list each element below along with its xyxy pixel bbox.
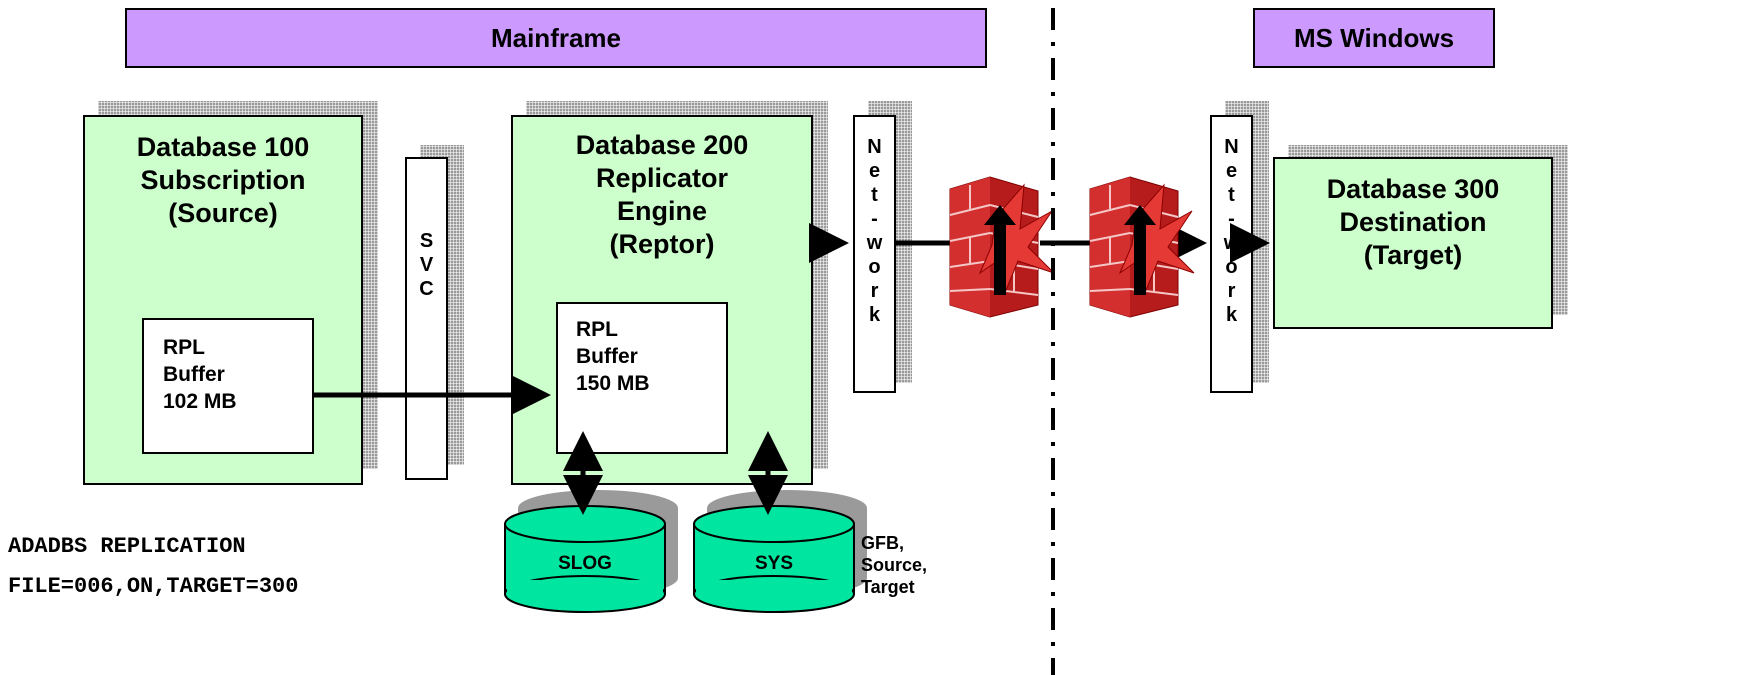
network-letter: N	[867, 136, 882, 158]
db300-box: Database 300 Destination (Target)	[1273, 157, 1553, 329]
network-letter: e	[1225, 160, 1238, 182]
svc-letter: V	[419, 254, 434, 276]
db200-title-line: Database 200	[575, 130, 749, 160]
network-left-box: N e t - w o r k	[853, 115, 896, 393]
command-text: ADADBS REPLICATION FILE=006,ON,TARGET=30…	[8, 527, 298, 607]
buffer-line: Buffer	[163, 363, 225, 386]
network-letter: r	[870, 280, 879, 302]
network-letter: e	[868, 160, 881, 182]
db300-title-line: Destination	[1339, 207, 1487, 237]
network-letter: -	[871, 208, 878, 230]
db300-title: Database 300 Destination (Target)	[1275, 173, 1551, 272]
svc-letter: C	[419, 278, 434, 300]
db100-title: Database 100 Subscription (Source)	[85, 131, 361, 230]
db200-title-line: Replicator	[595, 163, 729, 193]
network-letter: k	[1225, 304, 1238, 326]
firewall-right-icon	[1089, 176, 1195, 318]
buffer-line: RPL	[163, 336, 205, 359]
sys-label: SYS	[754, 553, 794, 574]
db100-title-line: Subscription	[140, 165, 306, 195]
network-letter: N	[1224, 136, 1239, 158]
db100-title-line: (Source)	[168, 198, 278, 228]
network-letter: r	[1227, 280, 1236, 302]
firewall-left-icon	[949, 176, 1055, 318]
buffer-line: 102 MB	[163, 390, 237, 413]
sys-note-line: Source,	[861, 555, 928, 575]
db100-rpl-buffer: RPL Buffer 102 MB	[142, 318, 314, 454]
db100-title-line: Database 100	[136, 132, 310, 162]
network-letter: t	[1228, 184, 1235, 206]
sys-note-line: Target	[861, 577, 915, 597]
buffer-line: Buffer	[576, 345, 638, 368]
header-mainframe: Mainframe	[125, 8, 987, 68]
header-mainframe-label: Mainframe	[490, 22, 622, 53]
sys-note: GFB, Source, Target	[861, 532, 927, 598]
db200-title-line: Engine	[616, 196, 707, 226]
db300-title-line: (Target)	[1363, 240, 1463, 270]
buffer-line: RPL	[576, 318, 618, 341]
network-letter: k	[868, 304, 881, 326]
svc-label: S V C	[407, 229, 446, 301]
slog-label: SLOG	[558, 553, 612, 574]
db100-buffer-text: RPL Buffer 102 MB	[163, 334, 237, 415]
slog-disk	[504, 490, 678, 613]
db100-box: Database 100 Subscription (Source) RPL B…	[83, 115, 363, 485]
header-ms-windows: MS Windows	[1253, 8, 1495, 68]
svc-letter: S	[419, 230, 434, 252]
command-line: FILE=006,ON,TARGET=300	[8, 574, 299, 599]
sys-note-line: GFB,	[861, 533, 904, 553]
network-letter: -	[1228, 208, 1235, 230]
header-ms-windows-label: MS Windows	[1293, 22, 1455, 53]
db200-title: Database 200 Replicator Engine (Reptor)	[513, 129, 811, 261]
network-letter: t	[871, 184, 878, 206]
db200-box: Database 200 Replicator Engine (Reptor) …	[511, 115, 813, 485]
sys-disk	[693, 490, 867, 613]
network-letter: o	[868, 256, 881, 278]
buffer-line: 150 MB	[576, 372, 650, 395]
network-left-label: N e t - w o r k	[855, 135, 894, 327]
db200-buffer-text: RPL Buffer 150 MB	[576, 316, 650, 397]
db200-title-line: (Reptor)	[609, 229, 715, 259]
command-line: ADADBS REPLICATION	[8, 534, 246, 559]
db300-title-line: Database 300	[1326, 174, 1500, 204]
db200-rpl-buffer: RPL Buffer 150 MB	[556, 302, 728, 454]
svc-box: S V C	[405, 157, 448, 480]
network-letter: w	[866, 232, 883, 254]
